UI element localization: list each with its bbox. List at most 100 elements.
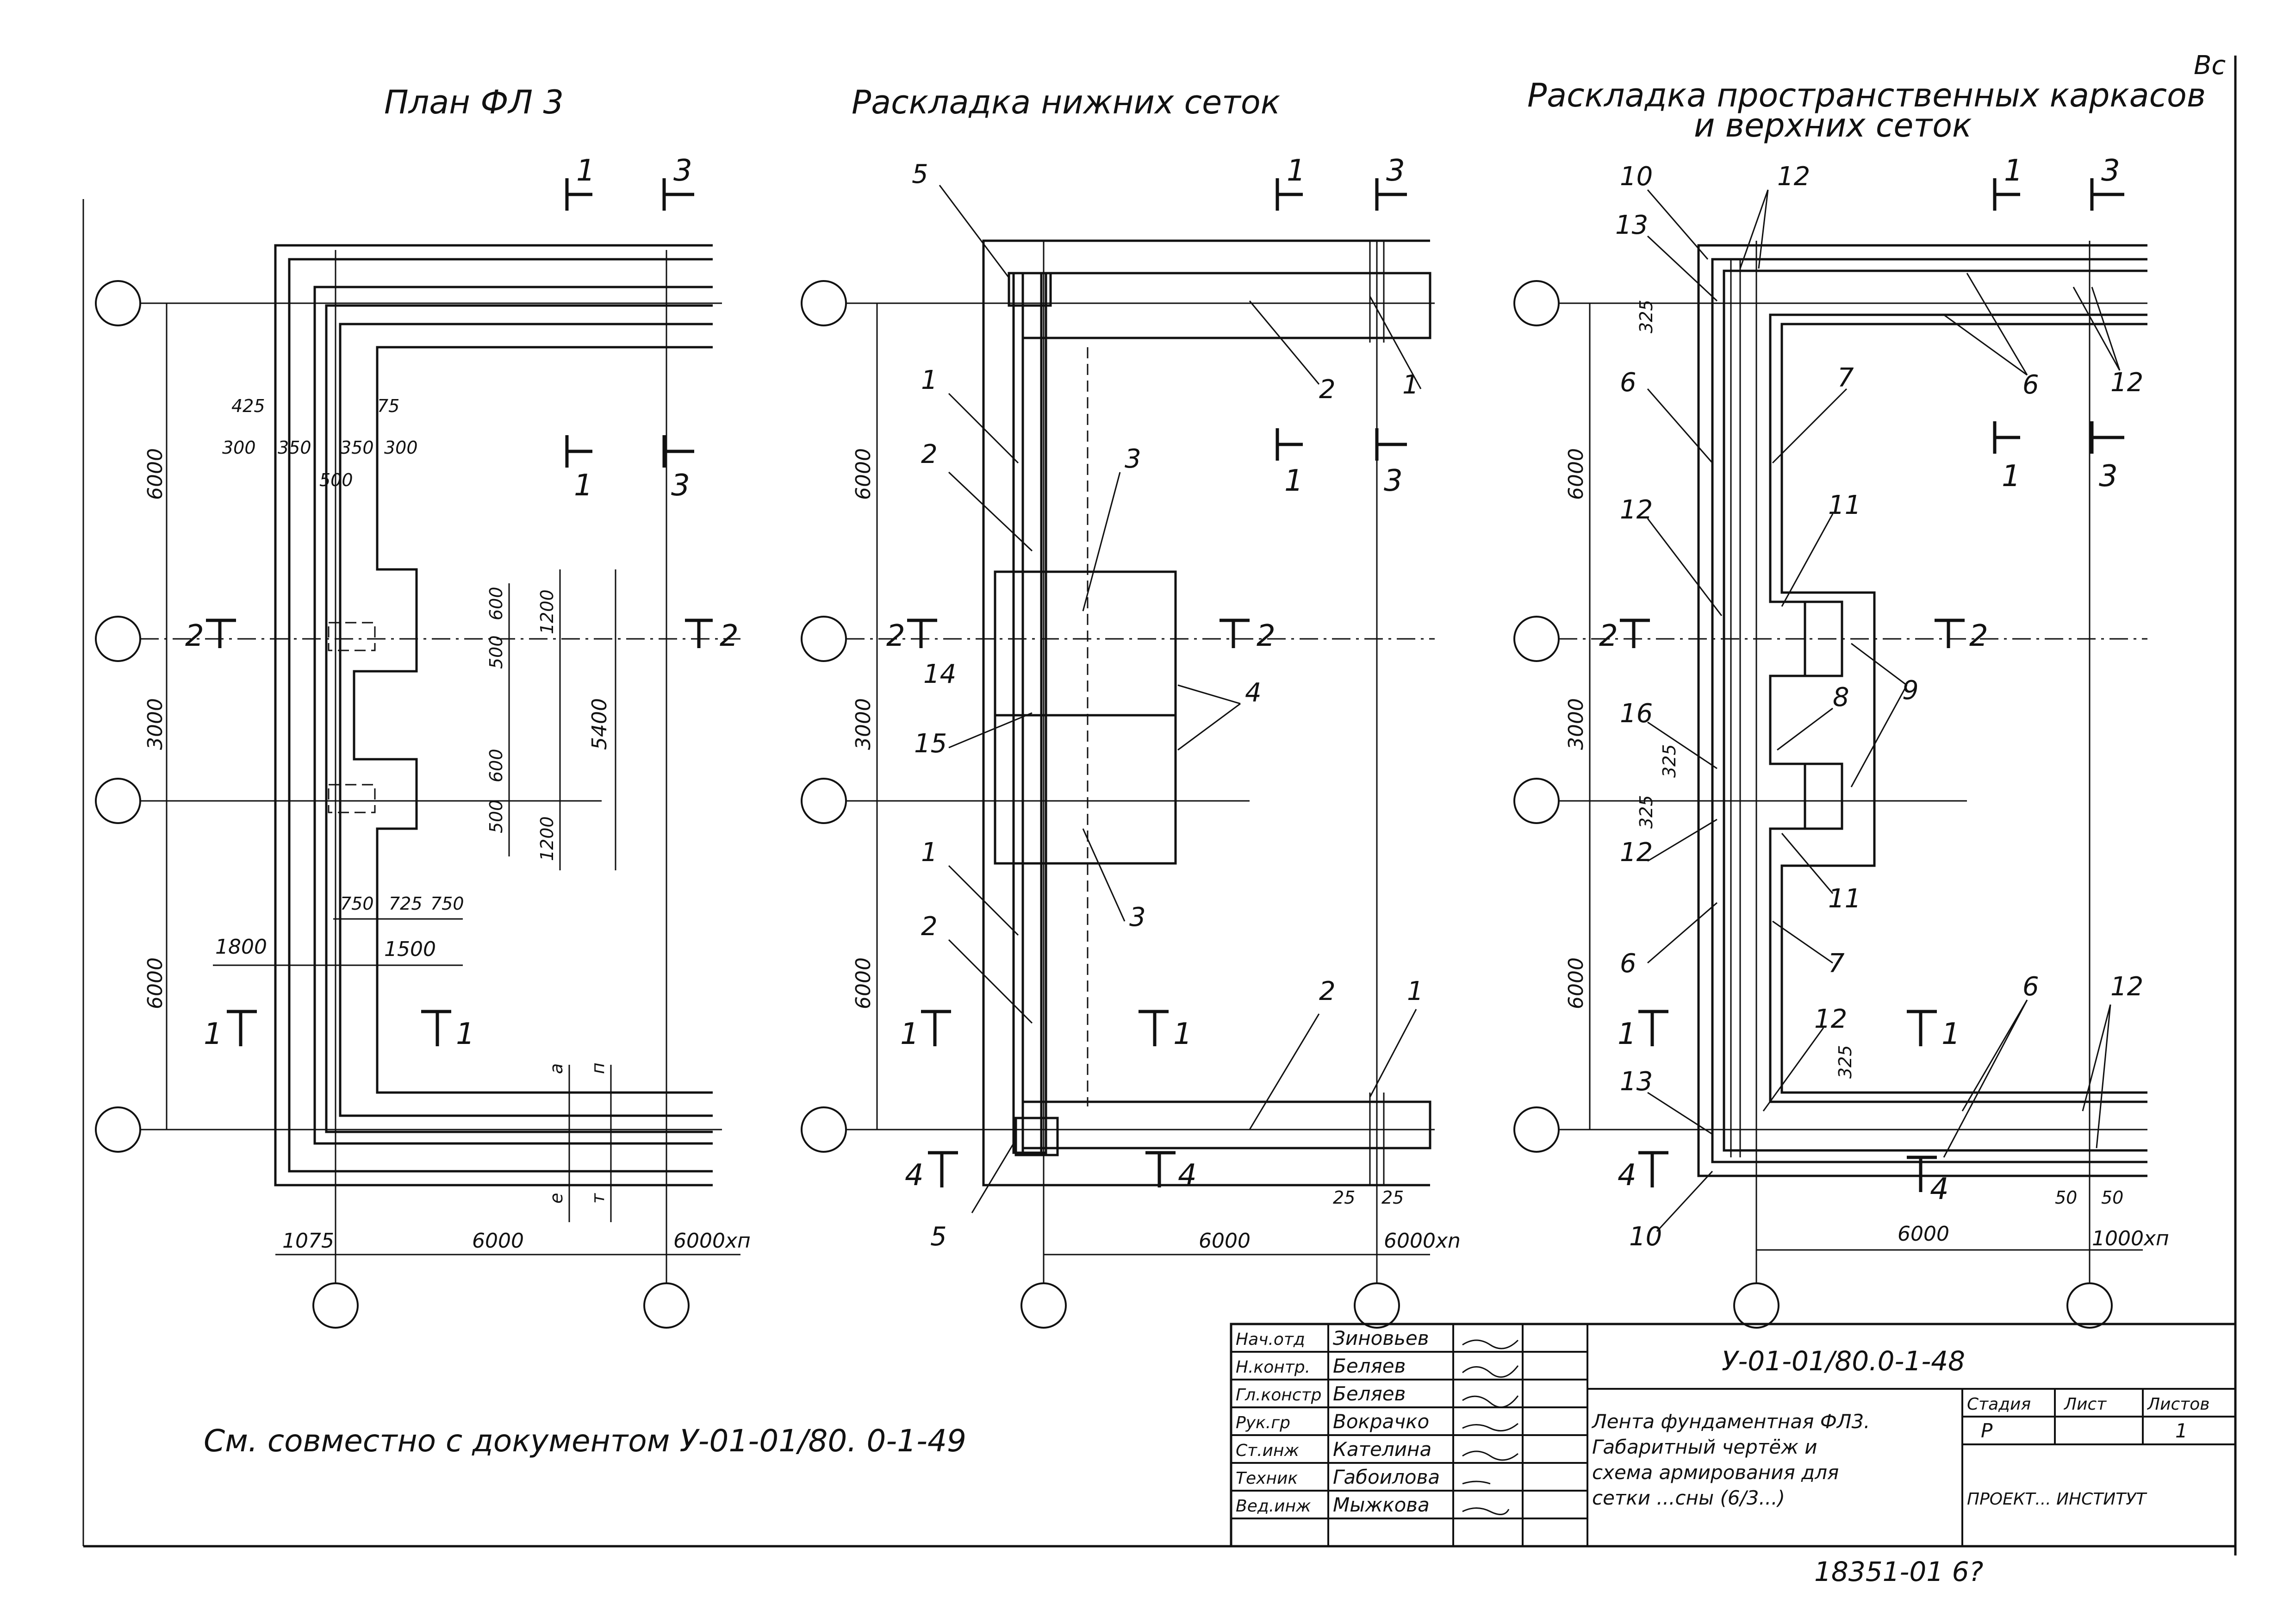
mesh-callout-1-top: 1 bbox=[1402, 370, 1419, 400]
frames-dim-50a: 50 bbox=[2055, 1187, 2077, 1208]
plan-title: План ФЛ 3 bbox=[384, 83, 564, 121]
plan-dim-425: 425 bbox=[231, 396, 265, 416]
frames-callout-6-bottom: 6 bbox=[2022, 972, 2039, 1002]
plan-axis-lines bbox=[140, 250, 740, 1283]
mesh-dim-25a: 25 bbox=[1333, 1187, 1355, 1208]
plan-dimensions: 6000 3000 6000 425 75 300 350 350 300 50… bbox=[143, 396, 751, 1255]
mesh-dimensions: 6000 3000 6000 25 25 6000 6000хn bbox=[852, 448, 1461, 1255]
frames-callout-7-low: 7 bbox=[1828, 949, 1845, 979]
mesh-dim-6000xn: 6000хn bbox=[1384, 1229, 1461, 1253]
name-7: Мыжкова bbox=[1333, 1493, 1430, 1516]
plan-sec-1-mid: 1 bbox=[574, 468, 593, 503]
bottom-mesh-title: Раскладка нижних сеток bbox=[852, 83, 1280, 121]
mesh-callout-5-bottom: 5 bbox=[930, 1222, 947, 1252]
plan-footing-outline bbox=[274, 244, 713, 1187]
mesh-sec-3-top: 3 bbox=[1386, 154, 1405, 188]
plan-dim-a: а bbox=[546, 1063, 566, 1074]
frames-callout-6-right: 6 bbox=[2022, 370, 2039, 400]
frames-section-marks: 1 3 1 3 2 2 1 1 4 4 bbox=[1599, 154, 2124, 1206]
plan-view: План ФЛ 3 bbox=[95, 83, 751, 1329]
plan-dim-300a: 300 bbox=[222, 437, 256, 458]
mesh-dim-v2: 3000 bbox=[852, 698, 875, 750]
frames-dim-6000: 6000 bbox=[1898, 1222, 1949, 1246]
frames-title-line2: и верхних сеток bbox=[1694, 106, 1972, 144]
mesh-callout-14: 14 bbox=[923, 659, 956, 689]
name-2: Беляев bbox=[1333, 1355, 1406, 1377]
plan-dim-e: е bbox=[546, 1193, 566, 1204]
frames-mesh-view: Раскладка пространственных каркасов и ве… bbox=[1513, 76, 2206, 1329]
frames-callout-12-bottom-right: 12 bbox=[2110, 972, 2143, 1002]
plan-sec-3-top: 3 bbox=[673, 154, 692, 188]
role-7: Вед.инж bbox=[1236, 1497, 1311, 1516]
frames-callout-10-bottom: 10 bbox=[1629, 1222, 1662, 1252]
frames-dim-50b: 50 bbox=[2101, 1187, 2123, 1208]
plan-dim-500a: 500 bbox=[486, 635, 506, 669]
bottom-mesh-view: Раскладка нижних сеток bbox=[801, 83, 1461, 1329]
sheets-header: Листов bbox=[2147, 1395, 2209, 1414]
description-line-4: сетки ...сны (6/3...) bbox=[1592, 1487, 1785, 1509]
plan-dim-300b: 300 bbox=[384, 437, 418, 458]
sheet-frame bbox=[82, 56, 2237, 1555]
plan-dim-600b: 600 bbox=[486, 749, 506, 782]
plan-dim-t: т bbox=[588, 1193, 608, 1204]
frames-sec-1-left: 1 bbox=[1618, 1017, 1636, 1051]
name-3: Беляев bbox=[1333, 1382, 1406, 1405]
plan-sec-2-right: 2 bbox=[720, 619, 739, 653]
plan-dim-75: 75 bbox=[377, 396, 399, 416]
plan-dim-500b: 500 bbox=[486, 800, 506, 833]
frames-callout-10-top: 10 bbox=[1620, 162, 1653, 192]
frames-sec-1-top: 1 bbox=[2004, 154, 2023, 188]
plan-dim-350a: 350 bbox=[278, 437, 311, 458]
frames-dim-v3: 6000 bbox=[1564, 957, 1588, 1009]
plan-dim-500: 500 bbox=[319, 470, 353, 490]
name-4: Вокрачко bbox=[1333, 1410, 1429, 1433]
plan-sec-2-left: 2 bbox=[185, 619, 204, 653]
reference-note: См. совместно с документом У-01-01/80. 0… bbox=[204, 1423, 966, 1459]
role-4: Рук.гр bbox=[1236, 1413, 1290, 1432]
frames-sec-4-left: 4 bbox=[1618, 1158, 1636, 1193]
frames-callout-6-left: 6 bbox=[1620, 368, 1636, 398]
role-6: Техник bbox=[1236, 1469, 1298, 1488]
plan-dim-v3: 6000 bbox=[143, 957, 167, 1009]
mesh-sec-1-left: 1 bbox=[900, 1017, 919, 1051]
frames-sec-4-right: 4 bbox=[1930, 1172, 1949, 1206]
frames-outlines bbox=[1697, 244, 2147, 1177]
plan-dim-5400: 5400 bbox=[588, 698, 611, 750]
mesh-dim-6000: 6000 bbox=[1199, 1229, 1251, 1253]
description-line-3: схема армирования для bbox=[1592, 1461, 1839, 1484]
organization: ПРОЕКТ... ИНСТИТУТ bbox=[1967, 1490, 2147, 1509]
mesh-callout-2-low: 2 bbox=[921, 912, 938, 942]
plan-dim-725: 725 bbox=[389, 893, 423, 914]
mesh-sec-4-right: 4 bbox=[1178, 1158, 1197, 1193]
plan-dim-600a: 600 bbox=[486, 587, 506, 620]
plan-dim-v2: 3000 bbox=[143, 698, 167, 750]
sheet-header: Лист bbox=[2063, 1395, 2107, 1414]
frames-axis-markers bbox=[1513, 280, 2113, 1329]
mesh-callout-15: 15 bbox=[914, 729, 947, 759]
plan-dim-6000: 6000 bbox=[472, 1229, 524, 1253]
mesh-callout-3-top: 3 bbox=[1125, 444, 1141, 474]
plan-dim-6000xp: 6000хп bbox=[673, 1229, 751, 1253]
plan-sec-1-right: 1 bbox=[456, 1017, 475, 1051]
name-1: Зиновьев bbox=[1333, 1327, 1429, 1349]
frames-dim-v2: 3000 bbox=[1564, 698, 1588, 750]
frames-dim-325d: 325 bbox=[1835, 1045, 1855, 1079]
mesh-callout-2-mid: 2 bbox=[921, 439, 938, 469]
mesh-callout-1-bottom: 1 bbox=[1407, 976, 1424, 1006]
plan-sec-1-left: 1 bbox=[204, 1017, 223, 1051]
mesh-sec-3-mid: 3 bbox=[1384, 464, 1403, 498]
mesh-callout-5-top: 5 bbox=[912, 159, 928, 189]
description-line-2: Габаритный чертёж и bbox=[1592, 1436, 1817, 1458]
mesh-dim-25b: 25 bbox=[1381, 1187, 1404, 1208]
plan-dim-p: п bbox=[588, 1062, 608, 1074]
mesh-outlines bbox=[982, 239, 1431, 1187]
mesh-sec-2-left: 2 bbox=[886, 619, 905, 653]
plan-dim-1500: 1500 bbox=[384, 937, 436, 961]
mesh-callout-2-bottom: 2 bbox=[1319, 976, 1336, 1006]
stage-header: Стадия bbox=[1967, 1395, 2031, 1414]
frames-sec-2-left: 2 bbox=[1599, 619, 1618, 653]
frames-dim-v1: 6000 bbox=[1564, 448, 1588, 500]
frames-callout-12-top: 12 bbox=[1777, 162, 1810, 192]
frames-dimensions: 6000 3000 6000 325 325 325 325 50 50 600… bbox=[1564, 300, 2169, 1251]
